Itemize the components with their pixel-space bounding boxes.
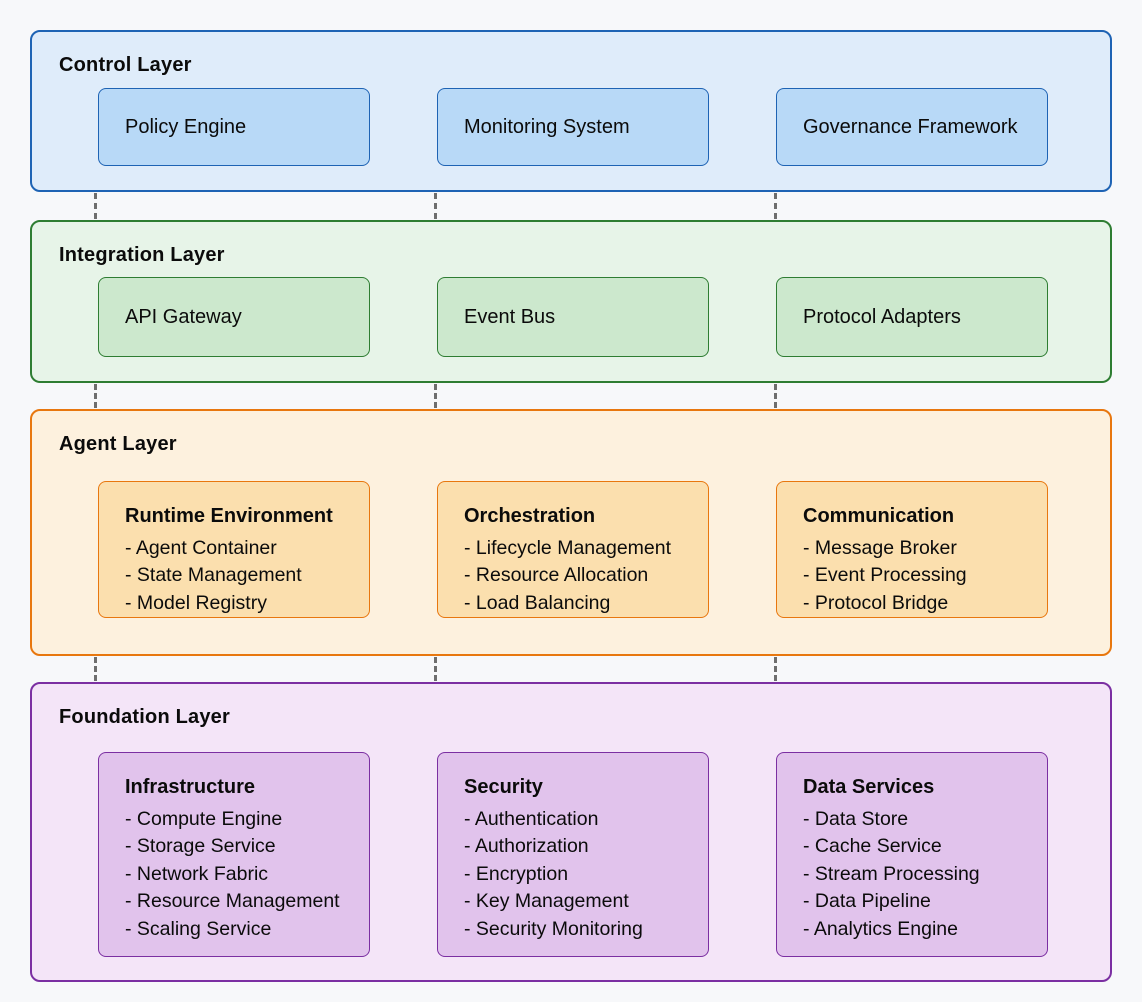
integration-layer: Integration Layer API Gateway Event Bus … <box>30 220 1112 383</box>
node-label: API Gateway <box>125 305 242 328</box>
node-list-item: - Stream Processing <box>803 862 980 885</box>
node-list-item: - Resource Management <box>125 890 340 913</box>
node-list-item: - Storage Service <box>125 835 276 858</box>
node-list-item: - Protocol Bridge <box>803 591 949 614</box>
node-orchestration: Orchestration - Lifecycle Management - R… <box>437 481 709 618</box>
node-monitoring-system: Monitoring System <box>437 88 709 166</box>
connector-dash <box>434 193 437 219</box>
node-api-gateway: API Gateway <box>98 277 370 357</box>
node-list-item: - Message Broker <box>803 537 957 559</box>
connector-dash <box>94 384 97 408</box>
integration-layer-title: Integration Layer <box>59 244 225 266</box>
node-list-item: - Analytics Engine <box>803 917 959 940</box>
node-list-item: - Data Pipeline <box>803 890 931 913</box>
node-event-bus: Event Bus <box>437 277 709 357</box>
node-list-item: - Agent Container <box>125 537 277 559</box>
node-list-item: - Encryption <box>464 862 569 885</box>
node-communication: Communication - Message Broker - Event P… <box>776 481 1048 618</box>
node-protocol-adapters: Protocol Adapters <box>776 277 1048 357</box>
foundation-layer-row: Infrastructure - Compute Engine - Storag… <box>98 752 1048 957</box>
foundation-layer-title: Foundation Layer <box>59 706 230 728</box>
node-list-item: - Network Fabric <box>125 862 269 885</box>
agent-layer-title: Agent Layer <box>59 433 177 455</box>
node-list-item: - Lifecycle Management <box>464 537 672 559</box>
connector-dash <box>434 384 437 408</box>
node-title: Data Services <box>803 776 935 798</box>
node-list-item: - Event Processing <box>803 564 967 587</box>
connector-gap-integration-agent <box>30 383 1112 409</box>
node-runtime-environment: Runtime Environment - Agent Container - … <box>98 481 370 618</box>
node-label: Policy Engine <box>125 115 247 138</box>
node-label: Protocol Adapters <box>803 305 961 328</box>
node-label: Event Bus <box>464 305 556 328</box>
node-title: Security <box>464 776 543 798</box>
node-list-item: - Scaling Service <box>125 917 272 940</box>
control-layer: Control Layer Policy Engine Monitoring S… <box>30 30 1112 192</box>
node-title: Communication <box>803 505 955 527</box>
connector-gap-agent-foundation <box>30 656 1112 682</box>
agent-layer: Agent Layer Runtime Environment - Agent … <box>30 409 1112 656</box>
node-list-item: - Model Registry <box>125 591 267 614</box>
node-governance-framework: Governance Framework <box>776 88 1048 166</box>
connector-gap-control-integration <box>30 192 1112 220</box>
connector-dash <box>774 193 777 219</box>
foundation-layer: Foundation Layer Infrastructure - Comput… <box>30 682 1112 982</box>
agent-layer-row: Runtime Environment - Agent Container - … <box>98 481 1048 618</box>
node-list-item: - Cache Service <box>803 835 942 858</box>
node-list-item: - State Management <box>125 564 302 587</box>
connector-dash <box>94 193 97 219</box>
node-list-item: - Authentication <box>464 808 599 830</box>
node-policy-engine: Policy Engine <box>98 88 370 166</box>
control-layer-title: Control Layer <box>59 54 192 76</box>
connector-dash <box>94 657 97 681</box>
node-data-services: Data Services - Data Store - Cache Servi… <box>776 752 1048 957</box>
node-title: Orchestration <box>464 505 596 527</box>
node-label: Governance Framework <box>803 115 1018 138</box>
node-security: Security - Authentication - Authorizatio… <box>437 752 709 957</box>
node-list-item: - Key Management <box>464 890 629 913</box>
node-infrastructure: Infrastructure - Compute Engine - Storag… <box>98 752 370 957</box>
connector-dash <box>774 657 777 681</box>
node-title: Infrastructure <box>125 776 256 798</box>
integration-layer-row: API Gateway Event Bus Protocol Adapters <box>98 277 1048 357</box>
control-layer-row: Policy Engine Monitoring System Governan… <box>98 88 1048 166</box>
node-title: Runtime Environment <box>125 505 333 527</box>
connector-dash <box>774 384 777 408</box>
node-list-item: - Resource Allocation <box>464 564 649 587</box>
node-list-item: - Compute Engine <box>125 808 283 830</box>
node-list-item: - Load Balancing <box>464 591 611 614</box>
connector-dash <box>434 657 437 681</box>
node-list-item: - Security Monitoring <box>464 917 643 940</box>
node-list-item: - Authorization <box>464 835 589 858</box>
node-label: Monitoring System <box>464 115 630 138</box>
node-list-item: - Data Store <box>803 808 909 830</box>
